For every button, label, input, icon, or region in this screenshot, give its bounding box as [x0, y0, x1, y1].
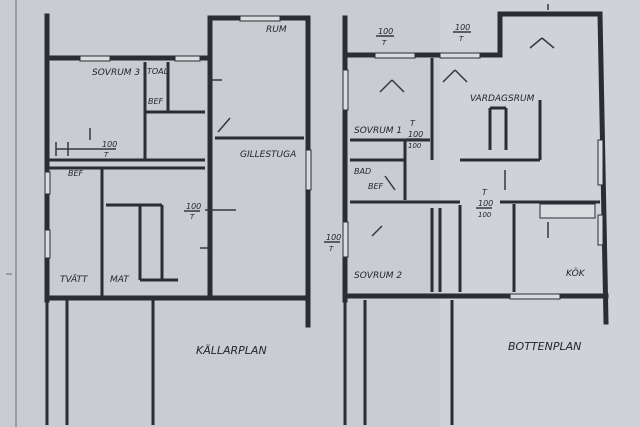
label-height-a-num: 100	[102, 140, 117, 149]
label-bad: BAD	[354, 167, 371, 176]
label-bef-2: BEF	[68, 169, 84, 178]
label-tvatt: TVÄTT	[60, 274, 89, 285]
title-kallarplan: KÄLLARPLAN	[196, 344, 267, 357]
bottenplan-door-swings	[371, 4, 555, 238]
label-rum: RUM	[266, 25, 287, 35]
label-left-den: T	[329, 245, 334, 253]
label-top-den-a: T	[382, 39, 387, 47]
label-height-b-num: 100	[186, 202, 201, 211]
label-vardagsrum: VARDAGSRUM	[470, 94, 535, 104]
label-mat: MAT	[110, 275, 130, 285]
label-bef-1: BEF	[148, 97, 164, 106]
bottenplan-windows	[342, 52, 604, 300]
label-t-2: T	[482, 188, 488, 197]
label-sovrum-1: SOVRUM 1	[354, 126, 402, 136]
label-height-b-den: T	[190, 213, 195, 221]
label-gillestuga: GILLESTUGA	[240, 150, 296, 160]
label-left-num: 100	[326, 233, 341, 242]
label-t-1: T	[410, 119, 416, 128]
label-top-num-b: 100	[455, 23, 470, 32]
title-bottenplan: BOTTENPLAN	[508, 340, 581, 353]
label-toal: TOAL	[147, 67, 168, 76]
label-top-den-b: T	[459, 35, 464, 43]
label-height-c-den: 100	[408, 142, 422, 150]
kallarplan-door-swings	[89, 79, 236, 249]
label-height-d-num: 100	[478, 199, 493, 208]
label-kok: KÖK	[566, 268, 586, 279]
label-bef: BEF	[368, 182, 384, 191]
label-height-a-den: T	[104, 151, 109, 159]
label-sovrum-2: SOVRUM 2	[354, 271, 402, 281]
label-height-d-den: 100	[478, 211, 492, 219]
kallarplan-windows	[44, 15, 312, 259]
label-height-c-num: 100	[408, 130, 423, 139]
label-sovrum-3: SOVRUM 3	[92, 68, 140, 78]
label-top-num-a: 100	[378, 27, 393, 36]
